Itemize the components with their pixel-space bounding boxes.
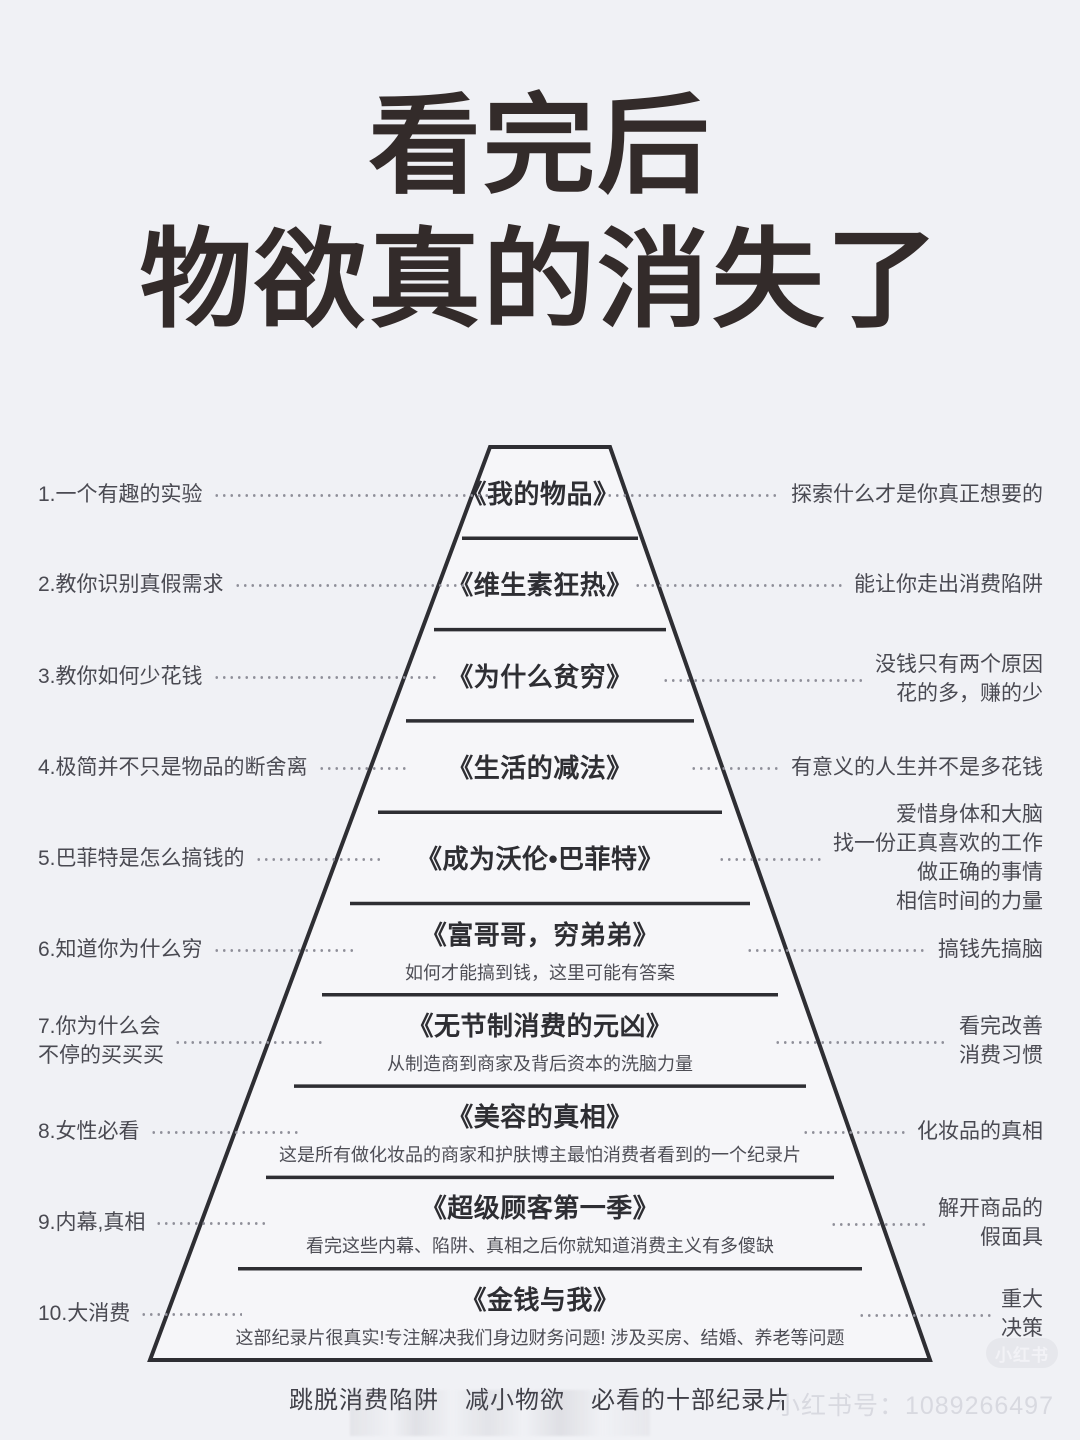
left-label-text: 2.教你识别真假需求: [38, 572, 224, 596]
right-label-text: 重大决策: [1001, 1288, 1043, 1340]
row-subtitle: 这是所有做化妆品的商家和护肤博主最怕消费者看到的一个纪录片: [279, 1144, 801, 1165]
row-title: 《美容的真相》: [447, 1101, 633, 1132]
leader-dots: [254, 857, 382, 861]
pyramid-row-5: 《成为沃伦•巴菲特》: [0, 812, 1080, 903]
left-label-3: 3.教你如何少花钱: [38, 657, 444, 697]
right-label-text: 看完改善消费习惯: [959, 1015, 1043, 1067]
leader-dots: [746, 948, 928, 952]
row-title: 《富哥哥，穷弟弟》: [420, 919, 660, 950]
row-subtitle: 这部纪录片很真实!专注解决我们身边财务问题! 涉及买房、结婚、养老等问题: [235, 1327, 845, 1348]
page-title: 看完后 物欲真的消失了: [0, 92, 1080, 334]
row-title: 《无节制消费的元凶》: [407, 1010, 673, 1041]
footer-part-1: 跳脱消费陷阱: [289, 1387, 439, 1414]
right-label-text: 搞钱先搞脑: [938, 937, 1043, 961]
right-label-text: 能让你走出消费陷阱: [854, 572, 1043, 596]
row-title: 《金钱与我》: [460, 1284, 620, 1315]
row-subtitle: 看完这些内幕、陷阱、真相之后你就知道消费主义有多傻缺: [306, 1235, 774, 1256]
pyramid-row-6: 《富哥哥，穷弟弟》 如何才能搞到钱，这里可能有答案: [0, 904, 1080, 995]
left-label-text: 10.大消费: [38, 1301, 131, 1325]
leader-dots: [174, 1040, 326, 1044]
right-label-text: 解开商品的假面具: [938, 1197, 1043, 1249]
leader-dots: [140, 1312, 242, 1316]
left-label-4: 4.极简并不只是物品的断舍离: [38, 748, 416, 788]
title-line-1: 看完后: [368, 85, 712, 206]
leader-dots: [662, 678, 865, 682]
left-label-8: 8.女性必看: [38, 1112, 304, 1152]
row-title: 《为什么贫穷》: [447, 662, 633, 692]
right-label-8: 化妆品的真相: [796, 1112, 1043, 1152]
leader-dots: [830, 1222, 928, 1226]
leader-dots: [858, 1313, 991, 1317]
leader-dots: [233, 583, 466, 587]
pyramid-row-10: 《金钱与我》 这部纪录片很真实!专注解决我们身边财务问题! 涉及买房、结婚、养老…: [0, 1269, 1080, 1360]
leader-dots: [774, 1040, 949, 1044]
pyramid-row-4: 《生活的减法》: [0, 721, 1080, 812]
left-label-2: 2.教你识别真假需求: [38, 565, 472, 605]
right-label-text: 探索什么才是你真正想要的: [791, 482, 1043, 506]
right-label-text: 化妆品的真相: [917, 1119, 1043, 1143]
left-label-text: 1.一个有趣的实验: [38, 482, 203, 506]
right-label-10: 重大决策: [852, 1283, 1043, 1347]
right-label-7: 看完改善消费习惯: [768, 1010, 1043, 1074]
leader-dots: [212, 948, 354, 952]
right-label-1: 探索什么才是你真正想要的: [600, 475, 1043, 515]
pyramid-row-7: 《无节制消费的元凶》 从制造商到商家及背后资本的洗脑力量: [0, 995, 1080, 1086]
left-label-6: 6.知道你为什么穷: [38, 930, 360, 970]
right-label-5: 爱惜身体和大脑找一份正真喜欢的工作做正确的事情相信时间的力量: [712, 803, 1043, 915]
footer-part-3: 必看的十部纪录片: [591, 1387, 791, 1414]
pyramid-row-2: 《维生素狂热》: [0, 538, 1080, 629]
right-label-text: 没钱只有两个原因花的多，赚的少: [875, 653, 1043, 705]
left-label-text: 5.巴菲特是怎么搞钱的: [38, 846, 245, 870]
row-title: 《生活的减法》: [447, 753, 633, 783]
leader-dots: [718, 857, 823, 861]
left-label-text: 9.内幕,真相: [38, 1210, 146, 1234]
leader-dots: [634, 583, 844, 587]
left-label-9: 9.内幕,真相: [38, 1203, 276, 1243]
leader-dots: [212, 675, 438, 679]
row-title: 《超级顾客第一季》: [420, 1192, 660, 1223]
right-label-3: 没钱只有两个原因花的多，赚的少: [656, 648, 1043, 712]
left-label-text: 3.教你如何少花钱: [38, 664, 203, 688]
left-label-1: 1.一个有趣的实验: [38, 475, 500, 515]
leader-dots: [317, 766, 410, 770]
leader-dots: [606, 493, 781, 497]
row-title: 《成为沃伦•巴菲特》: [415, 844, 665, 874]
pyramid-row-8: 《美容的真相》 这是所有做化妆品的商家和护肤博主最怕消费者看到的一个纪录片: [0, 1086, 1080, 1177]
row-subtitle: 从制造商到商家及背后资本的洗脑力量: [387, 1053, 693, 1074]
left-label-10: 10.大消费: [38, 1294, 248, 1334]
left-label-text: 4.极简并不只是物品的断舍离: [38, 755, 308, 779]
left-label-5: 5.巴菲特是怎么搞钱的: [38, 839, 388, 879]
row-subtitle: 如何才能搞到钱，这里可能有答案: [405, 962, 675, 983]
leader-dots: [802, 1130, 907, 1134]
row-title: 《维生素狂热》: [447, 570, 633, 600]
leader-dots: [212, 493, 494, 497]
leader-dots: [149, 1130, 298, 1134]
pyramid-row-9: 《超级顾客第一季》 看完这些内幕、陷阱、真相之后你就知道消费主义有多傻缺: [0, 1177, 1080, 1268]
left-label-text: 6.知道你为什么穷: [38, 937, 203, 961]
footer-tagline: 跳脱消费陷阱减小物欲必看的十部纪录片: [0, 1380, 1080, 1415]
right-label-9: 解开商品的假面具: [824, 1192, 1043, 1256]
left-label-7: 7.你为什么会不停的买买买: [38, 1010, 332, 1074]
leader-dots: [155, 1221, 270, 1225]
watermark-account-id: 小红书号：1089266497: [774, 1392, 1054, 1420]
right-label-text: 爱惜身体和大脑找一份正真喜欢的工作做正确的事情相信时间的力量: [833, 803, 1043, 913]
right-label-2: 能让你走出消费陷阱: [628, 565, 1043, 605]
right-label-text: 有意义的人生并不是多花钱: [791, 755, 1043, 779]
left-label-text: 8.女性必看: [38, 1119, 140, 1143]
footer-part-2: 减小物欲: [465, 1387, 565, 1414]
left-label-text: 7.你为什么会不停的买买买: [38, 1015, 164, 1067]
title-line-2: 物欲真的消失了: [139, 219, 941, 340]
right-label-6: 搞钱先搞脑: [740, 930, 1043, 970]
pyramid-row-3: 《为什么贫穷》: [0, 630, 1080, 721]
leader-dots: [690, 766, 781, 770]
xiaohongshu-logo-icon: 小红书: [986, 1338, 1058, 1368]
right-label-4: 有意义的人生并不是多花钱: [684, 748, 1043, 788]
